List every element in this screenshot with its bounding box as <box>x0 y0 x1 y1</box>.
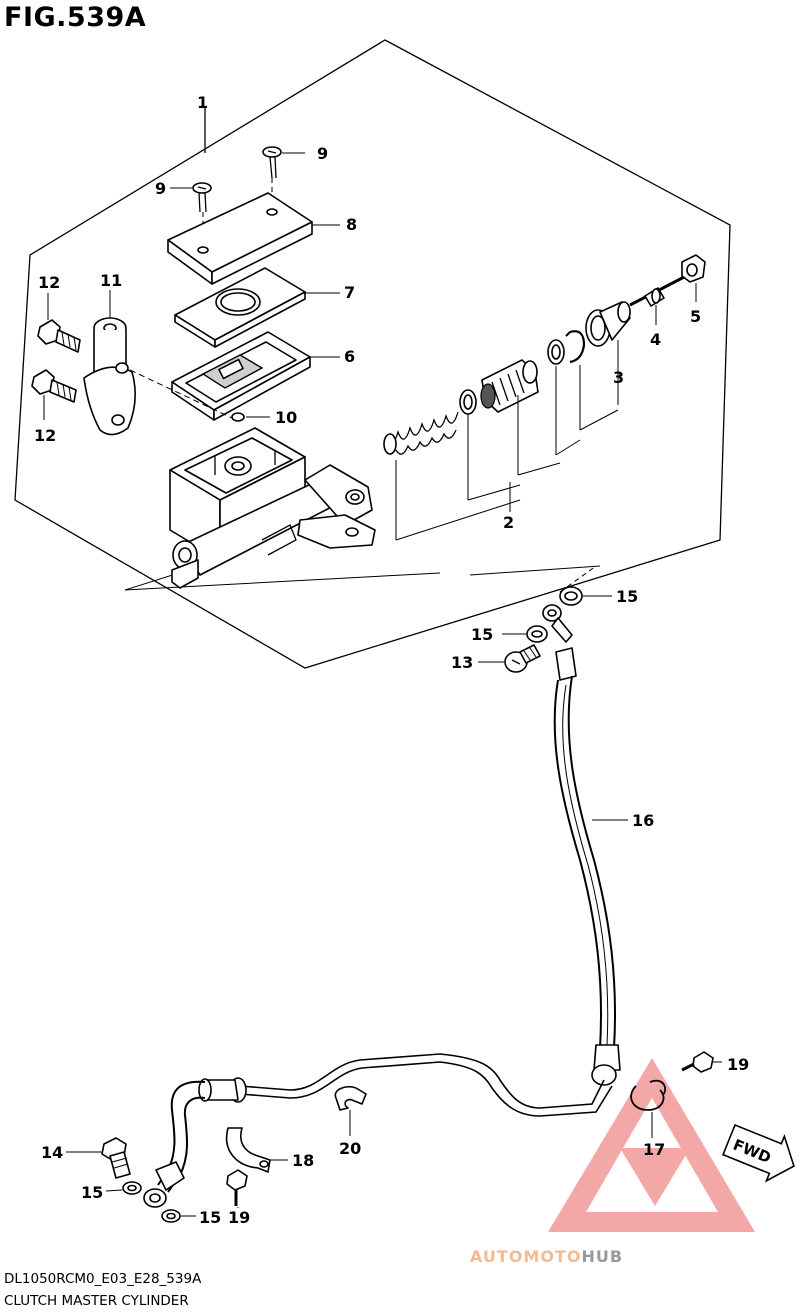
assembly-box-1 <box>14 39 731 669</box>
clutch-pipe <box>239 1053 613 1117</box>
figure-title: FIG.539A <box>4 2 147 33</box>
hose-joint-lower <box>198 1077 247 1103</box>
union-bolt-14 <box>66 1137 131 1179</box>
watermark-brand-hub: HUB <box>581 1247 623 1266</box>
lower-hose <box>143 1080 206 1208</box>
washer-15-upper-left <box>502 625 548 643</box>
callout-9-left: 9 <box>155 179 166 198</box>
callout-14: 14 <box>41 1143 63 1162</box>
fwd-arrow: FWD <box>721 1123 795 1183</box>
callout-labels: 1 2 3 4 5 6 7 8 9 9 10 11 12 12 13 14 15… <box>34 93 749 1227</box>
clamp-18 <box>225 1127 288 1173</box>
callout-5: 5 <box>690 307 701 326</box>
callout-3: 3 <box>613 368 624 387</box>
callout-7: 7 <box>344 283 355 302</box>
callout-15-upper-right: 15 <box>616 587 638 606</box>
callout-1: 1 <box>197 93 208 112</box>
callout-18: 18 <box>292 1151 314 1170</box>
banjo-bolt-13 <box>478 644 541 673</box>
piston-cup <box>459 389 477 415</box>
watermark-brand-moto: MOTO <box>523 1247 581 1266</box>
washer-15-lower-right <box>161 1209 196 1223</box>
callout-12-lower: 12 <box>34 426 56 445</box>
piston <box>480 359 539 413</box>
callout-12-upper: 12 <box>38 273 60 292</box>
diaphragm-plate-7 <box>174 267 340 348</box>
clip-17 <box>630 1079 666 1138</box>
callout-16: 16 <box>632 811 654 830</box>
callout-20: 20 <box>339 1139 361 1158</box>
watermark-brand: AUTOMOTOHUB <box>470 1247 623 1266</box>
bolt-12-lower <box>31 369 77 420</box>
banjo-fitting-upper <box>542 604 573 643</box>
callout-4: 4 <box>650 330 661 349</box>
callout-2: 2 <box>503 513 514 532</box>
bolt-19-upper <box>681 1051 722 1073</box>
callout-19-lower: 19 <box>228 1208 250 1227</box>
watermark-brand-auto: AUTO <box>470 1247 523 1266</box>
dust-boot-3 <box>585 301 631 347</box>
bolt-19-lower <box>226 1169 248 1208</box>
piston-spring-2 <box>383 411 459 455</box>
callout-19-upper: 19 <box>727 1055 749 1074</box>
push-rod-4 <box>629 272 691 325</box>
callout-13: 13 <box>451 653 473 672</box>
callout-11: 11 <box>100 271 122 290</box>
watermark-triangle-mark <box>620 1148 690 1206</box>
cap-screw-9-right <box>262 146 305 210</box>
reservoir-cap-8 <box>167 192 340 285</box>
callout-8: 8 <box>346 215 357 234</box>
watermark-logo: AUTOMOTOHUB <box>470 1058 755 1266</box>
clip-10 <box>129 369 270 422</box>
washer-15-lower-left <box>105 1181 142 1195</box>
bolt-12-upper <box>37 293 81 353</box>
callout-15-lower-right: 15 <box>199 1208 221 1227</box>
diaphragm-6 <box>171 331 340 421</box>
group-bracket-3 <box>555 340 619 456</box>
group-bracket-2 <box>395 366 561 541</box>
callout-15-upper-left: 15 <box>471 625 493 644</box>
master-cylinder-body <box>169 427 376 589</box>
callout-15-lower-left: 15 <box>81 1183 103 1202</box>
nut-5 <box>681 254 706 302</box>
washer-15-upper-right <box>559 565 612 606</box>
clutch-hose-16 <box>553 647 628 1086</box>
callout-10: 10 <box>275 408 297 427</box>
piston-seal <box>547 339 565 365</box>
figure-name: CLUTCH MASTER CYLINDER <box>4 1293 189 1309</box>
callout-17: 17 <box>643 1140 665 1159</box>
callout-6: 6 <box>344 347 355 366</box>
callout-9-right: 9 <box>317 144 328 163</box>
clip-20 <box>334 1085 367 1136</box>
figure-code: DL1050RCM0_E03_E28_539A <box>4 1271 202 1287</box>
holder-clamp-11 <box>83 290 136 436</box>
circlip <box>565 330 586 364</box>
